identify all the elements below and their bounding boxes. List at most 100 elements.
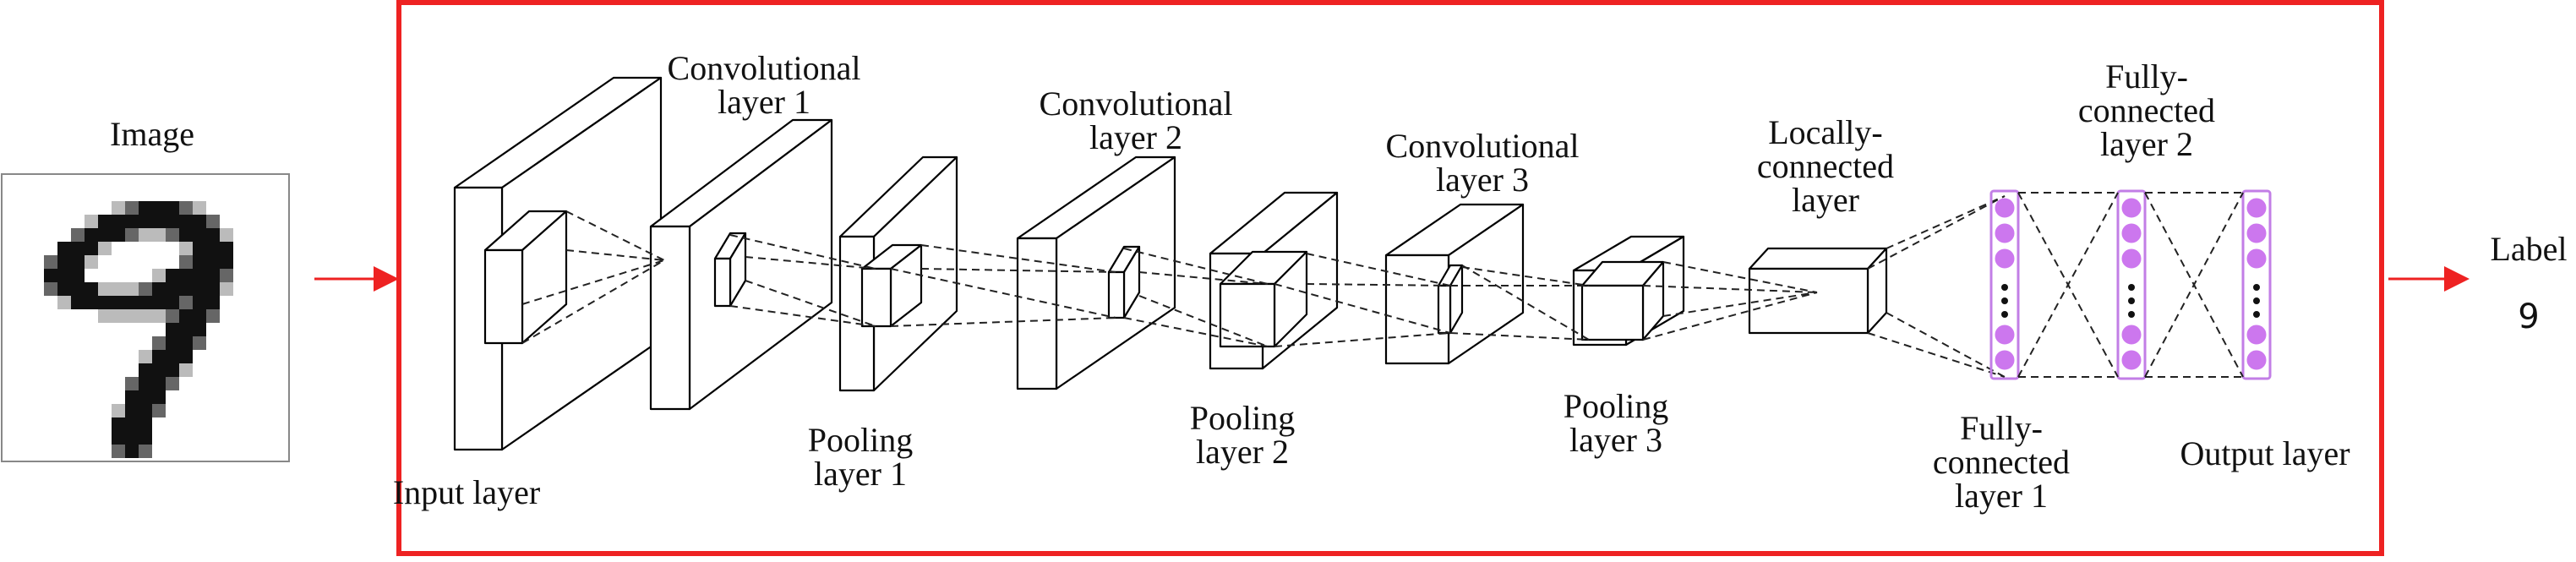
digit-pixel [139,431,152,445]
input-label: Input layer [393,473,540,511]
digit-pixel [179,242,193,255]
digit-pixel [125,417,139,431]
neuron-node [1995,325,2015,345]
digit-pixel [71,269,85,282]
digit-pixel [220,242,233,255]
digit-pixel [220,228,233,242]
digit-pixel [112,282,125,296]
digit-pixel [179,255,193,269]
digit-pixel [71,255,85,269]
digit-pixel [193,201,206,215]
handwritten-digit-image [44,201,233,458]
digit-pixel [57,296,71,309]
digit-pixel [112,431,125,445]
digit-pixel [179,201,193,215]
digit-pixel [152,201,166,215]
digit-pixel [179,323,193,336]
conv1-label-line: layer 1 [718,83,810,121]
local-block [1748,247,1888,335]
conv3-label-line: layer 3 [1436,161,1529,199]
digit-pixel [152,350,166,363]
pool1-kernel [860,243,923,328]
digit-pixel [152,215,166,228]
digit-pixel [98,215,112,228]
pool2-label-line: layer 2 [1196,433,1289,471]
image-title: Image [110,115,194,153]
digit-pixel [179,309,193,323]
digit-pixel [166,336,179,350]
digit-pixel [166,296,179,309]
digit-pixel [98,282,112,296]
digit-pixel [139,445,152,458]
conv1-to-pool1-lines [729,234,876,327]
digit-pixel [206,242,220,255]
digit-pixel [125,404,139,417]
digit-pixel [112,228,125,242]
neuron-node [2121,350,2142,370]
digit-pixel [125,215,139,228]
ellipsis-dot [2128,284,2135,291]
digit-pixel [44,282,57,296]
digit-pixel [152,377,166,390]
digit-pixel [71,282,85,296]
digit-pixel [112,296,125,309]
conv2-label-line: layer 2 [1089,118,1182,156]
digit-pixel [152,309,166,323]
digit-pixel [125,201,139,215]
digit-pixel [139,215,152,228]
digit-pixel [125,282,139,296]
fc2-label-line: connected [2078,91,2215,129]
digit-pixel [206,215,220,228]
digit-pixel [57,282,71,296]
digit-pixel [71,296,85,309]
digit-pixel [125,390,139,404]
fc1-label-line: Fully- [1960,409,2043,447]
digit-pixel [179,350,193,363]
digit-pixel [206,255,220,269]
digit-pixel [193,255,206,269]
digit-pixel [206,282,220,296]
neuron-node [2246,248,2267,269]
fc1-column [1989,189,2020,380]
pool2-to-conv3-lines [1274,253,1451,347]
conv2-block [1016,156,1176,390]
input-to-conv1-lines [521,210,665,344]
neuron-node [2121,198,2142,218]
digit-pixel [71,228,85,242]
digit-pixel [152,282,166,296]
digit-pixel [125,431,139,445]
digit-pixel [139,350,152,363]
input-layer-block [453,76,663,451]
digit-pixel [152,336,166,350]
digit-pixel [98,242,112,255]
conv3-kernel [1437,264,1464,335]
digit-pixel [85,228,98,242]
neuron-node [1995,198,2015,218]
pool3-kernel [1580,260,1665,341]
digit-pixel [112,417,125,431]
fc2-to-output-lines [2144,192,2244,378]
digit-pixel [139,201,152,215]
digit-pixel [179,215,193,228]
pool2-kernel [1219,250,1308,348]
digit-pixel [166,377,179,390]
digit-pixel [139,363,152,377]
input-label-line: Input layer [393,473,540,511]
digit-pixel [193,269,206,282]
fc1-to-fc2-lines [2017,192,2119,378]
local-label-line: Locally- [1768,113,1883,151]
neuron-node [2246,198,2267,218]
neuron-node [2246,350,2267,370]
conv2-kernel [1107,245,1141,319]
fc1-label-line: connected [1933,443,2070,481]
ellipsis-dot [2253,311,2260,318]
conv1-label-line: Convolutional [668,49,861,87]
digit-pixel [139,377,152,390]
digit-pixel [193,296,206,309]
fc1-label-line: layer 1 [1955,477,2048,515]
